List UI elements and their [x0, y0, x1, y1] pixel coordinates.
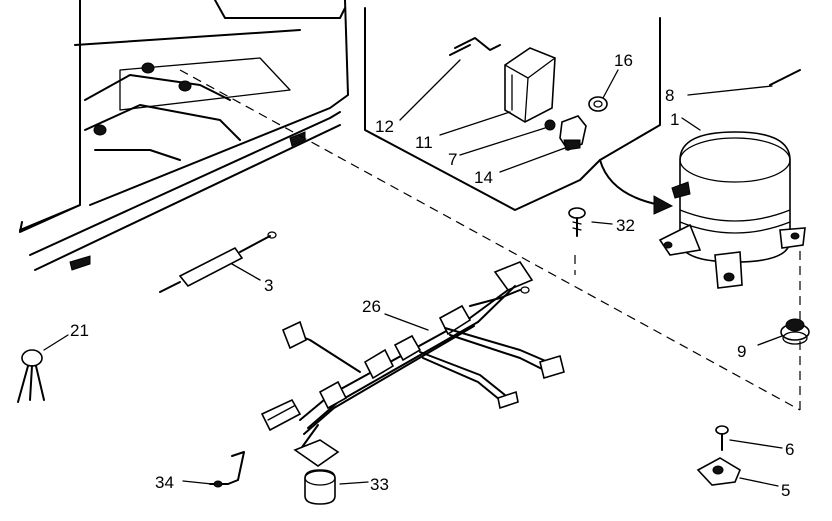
- leader-7: [459, 127, 546, 156]
- callout-32: 32: [616, 216, 635, 235]
- screw-32: [568, 207, 586, 237]
- cabinet-bottom: [19, 0, 349, 271]
- callout-14: 14: [474, 168, 493, 187]
- leader-9: [757, 335, 783, 346]
- callout-5: 5: [781, 481, 790, 500]
- wire-harness-icon: [260, 261, 565, 467]
- overload-clip: [544, 119, 556, 131]
- leader-8: [687, 85, 773, 96]
- callout-21: 21: [70, 321, 89, 340]
- filter-drier-icon: [159, 231, 277, 293]
- mount-grommet: [780, 318, 810, 345]
- leader-12: [399, 59, 461, 121]
- callout-1: 1: [670, 110, 679, 129]
- leader-34: [182, 480, 213, 485]
- bolt-6: [715, 425, 729, 451]
- leader-11: [439, 111, 511, 136]
- leader-21: [43, 334, 69, 351]
- relay-cover-icon: [504, 47, 556, 123]
- callout-8: 8: [665, 86, 674, 105]
- capacitor-33: [304, 469, 336, 505]
- bracket-34: [209, 451, 245, 488]
- relay-bracket: [449, 37, 501, 56]
- machine-compartment: [364, 7, 661, 211]
- leader-26: [384, 313, 429, 331]
- callout-16: 16: [614, 51, 633, 70]
- leader-14: [499, 147, 566, 173]
- leader-6: [729, 439, 783, 449]
- leader-5: [739, 477, 779, 487]
- callout-11: 11: [415, 133, 433, 152]
- callout-33: 33: [370, 475, 389, 494]
- callout-7: 7: [448, 150, 457, 169]
- callout-9: 9: [737, 342, 746, 361]
- callout-6: 6: [785, 440, 794, 459]
- sensor-21: [17, 349, 45, 403]
- callout-26: 26: [362, 297, 381, 316]
- grommet-icon: [588, 96, 608, 112]
- leader-1: [681, 117, 701, 131]
- leader-33: [339, 481, 369, 485]
- leader-16: [602, 69, 619, 99]
- assembly-arrow-head: [653, 195, 674, 215]
- callout-34: 34: [155, 473, 174, 492]
- compressor-icon: [658, 131, 806, 289]
- process-tube: [769, 69, 801, 86]
- assembly-arrow: [599, 159, 661, 206]
- leader-3: [231, 263, 261, 281]
- clip-5: [696, 457, 742, 486]
- callout-12: 12: [375, 117, 394, 136]
- callout-3: 3: [264, 276, 273, 295]
- overload-relay: [559, 115, 587, 151]
- leader-32: [591, 221, 613, 225]
